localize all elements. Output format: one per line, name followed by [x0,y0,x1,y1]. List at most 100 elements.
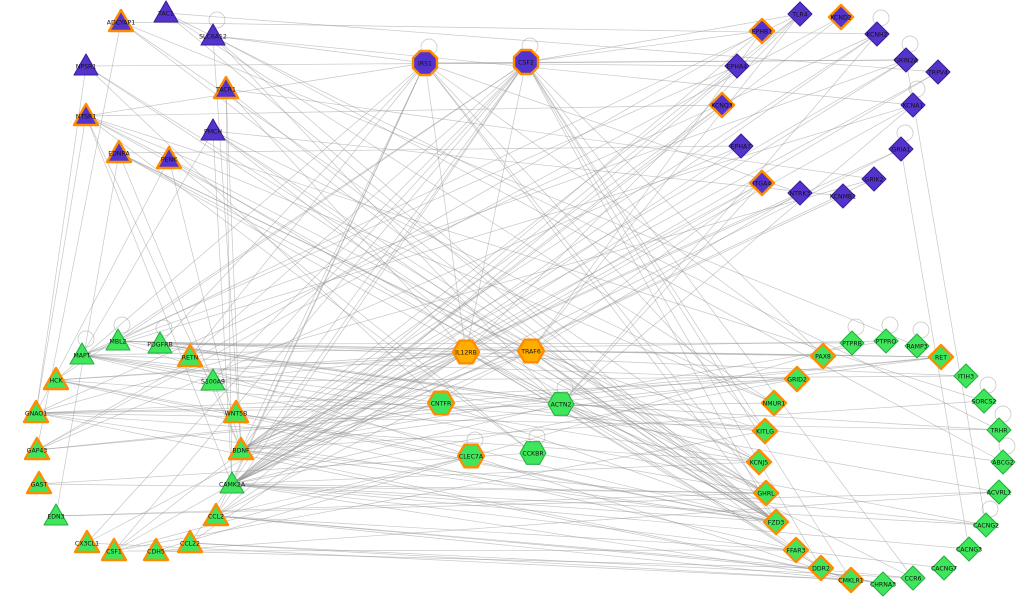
node-ABCG2[interactable] [990,449,1016,475]
node-ACVRL1[interactable] [986,479,1012,505]
edge-IL12RB-MBL2 [117,340,467,353]
node-CACNG7[interactable] [931,555,957,581]
edge-CSF2-S100A9 [212,61,527,382]
node-PENK[interactable] [155,145,183,170]
node-TRHR[interactable] [986,417,1012,443]
node-NMUR1[interactable] [760,389,788,417]
node-TRPV4[interactable] [925,59,951,85]
node-PTPRO[interactable] [873,328,899,354]
node-BDNF[interactable] [227,436,255,461]
edge-CMKLR1-CCL22 [189,542,852,581]
node-GRIA1[interactable] [888,136,914,162]
edge-CAMK2A-NTSR1 [85,115,233,485]
node-CLEC7A[interactable] [456,443,486,469]
node-GNAO1[interactable] [22,399,50,424]
node-PMCH[interactable] [200,118,226,141]
node-GRID2[interactable] [783,365,811,393]
edge-KCND2-GAP43 [36,16,842,451]
node-FFAR3[interactable] [782,536,810,564]
edge-CCR6-CCL2 [215,515,914,579]
node-CDH5[interactable] [142,537,170,562]
node-CACNG2[interactable] [973,512,999,538]
node-CCL22[interactable] [176,529,204,554]
edges-layer [35,12,1004,585]
node-EDN3[interactable] [43,503,69,526]
edge-ACTN2-KCNH2 [560,33,878,405]
node-TLR4[interactable] [787,1,813,27]
node-S100A9[interactable] [200,368,226,391]
edge-KITLG-HCK [55,379,766,432]
edge-ACTN2-PDGFRB [159,343,562,405]
node-GHRL[interactable] [752,479,780,507]
node-SORCS2[interactable] [971,388,997,414]
node-NPSR1[interactable] [73,53,99,76]
edge-ACTN2-SLC6A12 [212,35,562,405]
node-SLC6A12[interactable] [200,23,226,46]
edge-CCR6-CCL22 [189,542,914,579]
node-PTPRB[interactable] [839,330,865,356]
node-PDGFRB[interactable] [147,331,173,354]
edge-SORCS2-BDNF [240,400,985,451]
edge-CACNG3-GRIA1 [900,148,970,550]
node-GRIN2A[interactable] [893,47,919,73]
edge-CSF2-CCL22 [189,61,527,544]
node-CSF2[interactable] [512,48,540,76]
node-RETN[interactable] [176,343,204,368]
node-CACNG3[interactable] [956,536,982,562]
node-ACTN2[interactable] [547,392,575,416]
node-KCNJ5[interactable] [745,448,773,476]
node-CSF1[interactable] [100,537,128,562]
edge-KITLG-CSF2 [525,61,766,432]
node-EPHA7[interactable] [728,133,754,159]
edge-FZD3-SLC6A12 [212,35,777,523]
node-FZD3[interactable] [762,508,790,536]
node-TAC1[interactable] [153,0,179,23]
node-KCNQ3[interactable] [708,91,736,119]
node-RET[interactable] [927,343,955,371]
node-CCR6[interactable] [900,565,926,591]
node-TACR1[interactable] [212,75,240,100]
edge-IRS1-EPHA4 [424,62,738,67]
edge-ITIH3-MBL2 [117,340,967,377]
node-KCNA1[interactable] [900,92,926,118]
node-NTRK3[interactable] [787,180,813,206]
node-EPHA4[interactable] [724,53,750,79]
node-WNT5B[interactable] [222,399,250,424]
node-CHRNA3[interactable] [870,571,896,597]
node-ITIH3[interactable] [953,363,979,389]
node-GAP43[interactable] [23,436,51,461]
node-KCNH2[interactable] [864,21,890,47]
node-CMKLR1[interactable] [837,566,865,594]
node-KCND2[interactable] [827,3,855,31]
edge-CLEC7A-CCL2 [215,455,472,517]
node-GAST[interactable] [25,470,53,495]
node-GRIK2[interactable] [861,166,887,192]
edge-IL12RB-TACR1 [225,88,467,353]
node-ADCYAP1[interactable] [107,8,135,33]
node-IRS1[interactable] [411,49,439,77]
edge-IL12RB-HCK [55,351,467,381]
node-KCNMB1[interactable] [830,183,856,209]
node-RAMP3[interactable] [904,333,930,359]
edge-ACTN2-KCNA1 [560,104,914,405]
node-MAPT[interactable] [69,342,95,365]
edge-CACNG7-CAMK2A [231,483,945,569]
node-DDR2[interactable] [807,554,835,582]
node-MBL2[interactable] [105,328,131,351]
node-CCL2[interactable] [202,502,230,527]
node-EPHB1[interactable] [748,17,776,45]
node-KITLG[interactable] [751,417,779,445]
node-CAMK2A[interactable] [219,471,245,494]
node-CCKBR[interactable] [519,441,547,465]
node-IL12RB[interactable] [451,339,481,365]
node-EDNRA[interactable] [105,139,133,164]
node-HCK[interactable] [42,366,70,391]
node-NTSR1[interactable] [72,102,100,127]
node-ITGA4[interactable] [748,169,776,197]
node-CNTFR[interactable] [426,390,456,416]
node-TRAF6[interactable] [516,338,546,364]
edge-CACNG3-CAMK2A [231,483,970,550]
node-PAX8[interactable] [809,342,837,370]
node-CX3CL1[interactable] [73,529,101,554]
